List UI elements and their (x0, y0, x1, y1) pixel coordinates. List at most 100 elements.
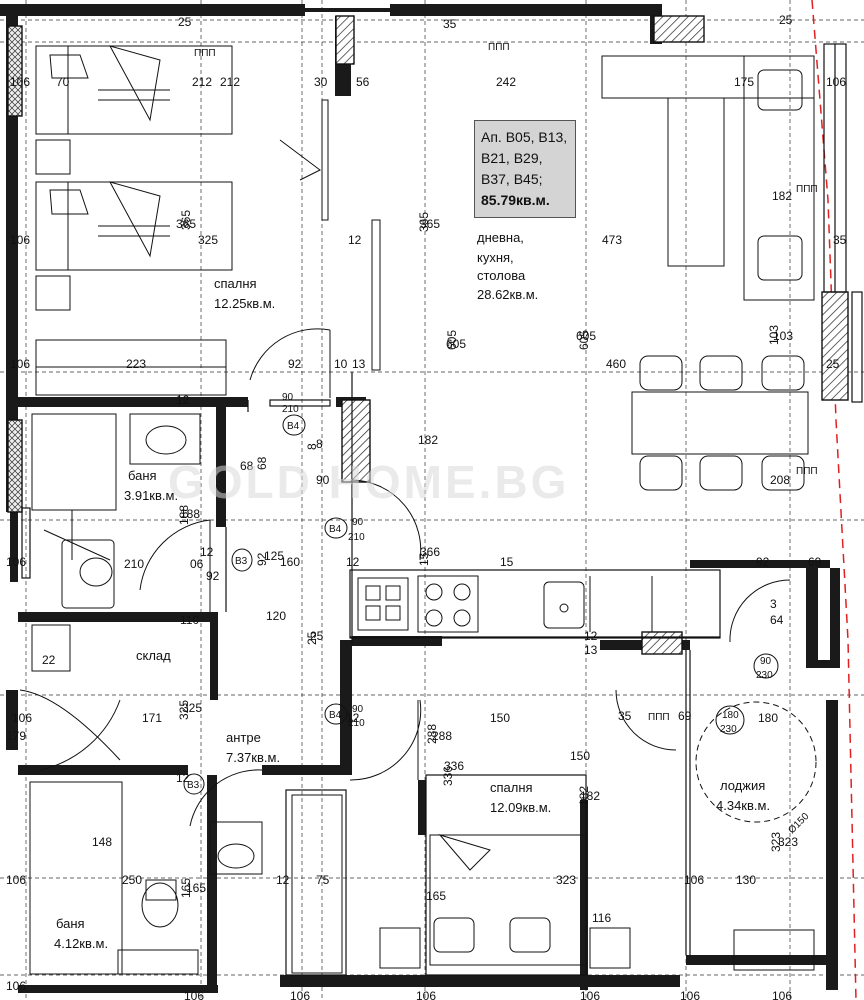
dim-label: 116 (592, 911, 611, 925)
dim-label: 25 (178, 15, 192, 29)
dim-label: 12 (584, 629, 598, 643)
dim-label: 336 (441, 766, 455, 786)
room-name-living-line3: столова (477, 268, 526, 283)
room-name-bath-bottom: баня (56, 916, 85, 931)
room-area-bedroom-bottom: 12.09кв.м. (490, 800, 551, 815)
dim-label: 605 (445, 330, 459, 350)
dim-label: 223 (126, 357, 146, 371)
dim-label: 605 (577, 330, 591, 350)
door-code: B4 (329, 524, 342, 535)
dim-label: 323 (556, 873, 576, 887)
dim-label: 460 (606, 357, 626, 371)
furniture (19, 45, 817, 975)
room-name-bath-top: баня (128, 468, 157, 483)
dim-label: 106 (6, 555, 26, 569)
dim-label: 323 (778, 835, 798, 849)
door-size: 90 (352, 517, 364, 528)
dim-label: 325 (182, 701, 202, 715)
dim-label: 12 (348, 233, 362, 247)
door-size: 90 (352, 704, 364, 715)
dim-label: 325 (177, 700, 191, 720)
dim-label: 106 (6, 979, 26, 993)
apartment-line-1: Ап. B05, B13, (481, 129, 568, 145)
dim-label: 160 (280, 555, 300, 569)
bed-bottom (429, 834, 587, 966)
dim-label: 92 (756, 555, 770, 569)
dim-label: 25 (305, 631, 319, 645)
dim-label: 106 (6, 873, 26, 887)
door-size: 180 (722, 710, 739, 721)
dim-label: 106 (416, 989, 436, 1000)
dim-label: 165 (186, 881, 206, 895)
dim-label: 106 (184, 989, 204, 1000)
dim-label: 8 (316, 437, 323, 451)
door-size: 210 (348, 532, 365, 543)
dim-label: 110 (180, 613, 199, 627)
dim-label: 103 (767, 325, 781, 345)
dim-label: 473 (602, 233, 622, 247)
dim-label: 106 (290, 989, 310, 1000)
facade-line (811, 0, 857, 1000)
dim-label: 212 (192, 75, 212, 89)
dim-label: 365 (417, 212, 431, 232)
door-size: 210 (282, 404, 299, 415)
loggia-turn-circle (695, 701, 817, 823)
ppp-label: ППП (796, 466, 818, 477)
dim-label: 75 (316, 873, 330, 887)
dim-label: 10 (334, 357, 348, 371)
dim-label: 605 (446, 337, 466, 351)
room-name-living-line1: дневна, (477, 230, 524, 245)
sofa (601, 55, 815, 99)
dim-label: 148 (92, 835, 112, 849)
dim-label: 30 (314, 75, 328, 89)
dim-label: 106 (12, 711, 32, 725)
door-size: 90 (760, 656, 772, 667)
dim-label: 242 (496, 75, 516, 89)
dim-label: 106 (772, 989, 792, 1000)
dim-label: 92 (288, 357, 302, 371)
dim-label: 8 (305, 443, 319, 450)
dim-label: 182 (772, 189, 792, 203)
dim-label: 92 (206, 569, 220, 583)
dim-label: 250 (122, 873, 142, 887)
dim-label: 288 (425, 724, 439, 744)
dim-label: 165 (179, 878, 193, 898)
dim-label: 179 (6, 729, 26, 743)
dim-label: 25 (310, 629, 324, 643)
room-area-living: 28.62кв.м. (477, 287, 538, 302)
dim-label: 06 (190, 557, 204, 571)
dim-label: 182 (580, 789, 600, 803)
dim-label: 90 (316, 473, 330, 487)
ppp-label: ППП (796, 184, 818, 195)
dim-label: 125 (264, 549, 284, 563)
apartment-line-3: B37, B45; (481, 171, 543, 187)
door-size: 230 (756, 670, 773, 681)
columns (7, 15, 849, 655)
dim-label: 35 (618, 709, 632, 723)
windows (21, 43, 863, 579)
room-name-bedroom-top: спалня (214, 276, 257, 291)
dim-label: 25 (779, 13, 793, 27)
door-size: 90 (282, 392, 294, 403)
door-size: 230 (720, 724, 737, 735)
room-name-loggia: лоджия (720, 778, 765, 793)
door-swings (39, 328, 791, 827)
room-area-hall: 7.37кв.м. (226, 750, 280, 765)
dim-label: 208 (770, 473, 790, 487)
room-area-loggia: 4.34кв.м. (716, 798, 770, 813)
dim-label: 212 (220, 75, 240, 89)
dim-label: 150 (490, 711, 510, 725)
watermark: GOLD HOME.BG (168, 456, 569, 508)
dim-label: 180 (758, 711, 778, 725)
walls (0, 4, 840, 993)
room-name-bedroom-bottom: спалня (490, 780, 533, 795)
dim-label: 150 (570, 749, 590, 763)
dim-label: 106 (10, 357, 30, 371)
dim-label: 12 (346, 555, 360, 569)
dining-table (631, 391, 809, 455)
dim-label: 103 (773, 329, 793, 343)
dim-label: 165 (426, 889, 446, 903)
dim-label: 69 (808, 555, 822, 569)
ppp-label: ППП (194, 48, 216, 59)
dim-label: 366 (420, 545, 440, 559)
